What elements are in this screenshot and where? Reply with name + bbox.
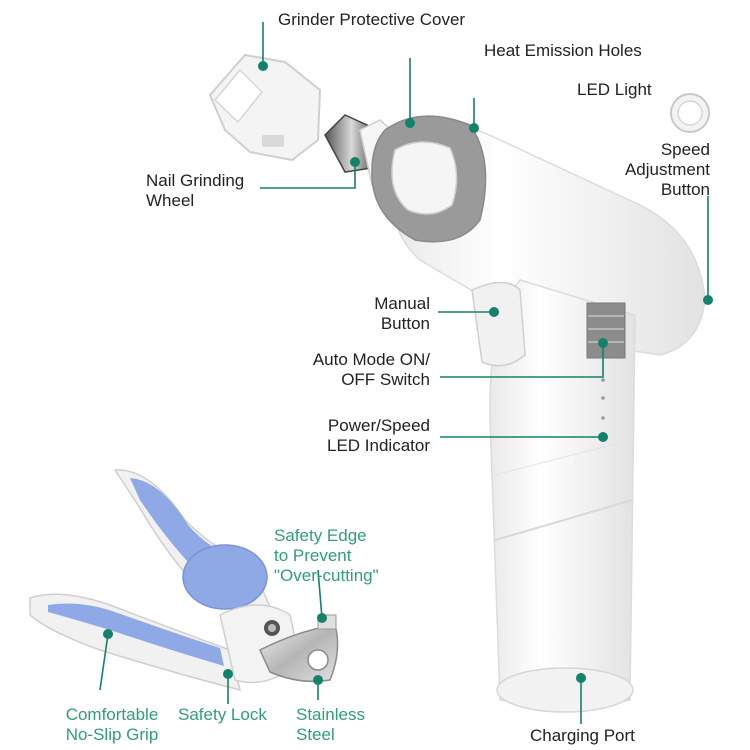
callout-grip [99, 633, 109, 691]
dot-grinder-cover [258, 61, 268, 71]
dot-led-light [469, 123, 479, 133]
dot-manual-button [489, 307, 499, 317]
dot-grip [103, 629, 113, 639]
dot-charging-port [576, 673, 586, 683]
callout-lines [99, 22, 709, 724]
label-grinder-cover: Grinder Protective Cover [278, 10, 466, 29]
label-manual-button: Manual Button [374, 294, 430, 333]
nail-clipper [29, 469, 339, 692]
dot-auto-mode [598, 338, 608, 348]
callout-auto-mode [440, 343, 604, 378]
grinder-body [371, 115, 706, 713]
grinder-cover [208, 53, 322, 162]
callout-dots [103, 61, 713, 685]
dot-grinding-wheel [350, 157, 360, 167]
callout-safety-edge [317, 569, 323, 619]
label-auto-mode: Auto Mode ON/ OFF Switch [312, 350, 430, 389]
label-power-led: Power/Speed LED Indicator [327, 416, 430, 455]
dot-speed-button [703, 295, 713, 305]
label-speed-button: Speed Adjustment Button [624, 140, 710, 199]
label-safety-edge: Safety Edge to Prevent "Over-cutting" [274, 526, 379, 585]
dot-heat-holes [405, 118, 415, 128]
dot-stainless [313, 675, 323, 685]
dot-safety-lock [223, 669, 233, 679]
speed-button-icon [670, 93, 710, 133]
label-stainless-steel: Stainless Steel [296, 705, 365, 744]
label-led-light: LED Light [577, 80, 652, 99]
label-charging-port: Charging Port [530, 726, 635, 745]
label-heat-holes: Heat Emission Holes [484, 41, 642, 60]
label-grinding-wheel: Nail Grinding Wheel [146, 171, 245, 210]
callout-grinding-wheel [260, 162, 356, 189]
dot-power-led [598, 432, 608, 442]
label-safety-lock: Safety Lock [178, 705, 267, 724]
label-no-slip-grip: Comfortable No-Slip Grip [65, 705, 159, 744]
dot-safety-edge [317, 613, 327, 623]
